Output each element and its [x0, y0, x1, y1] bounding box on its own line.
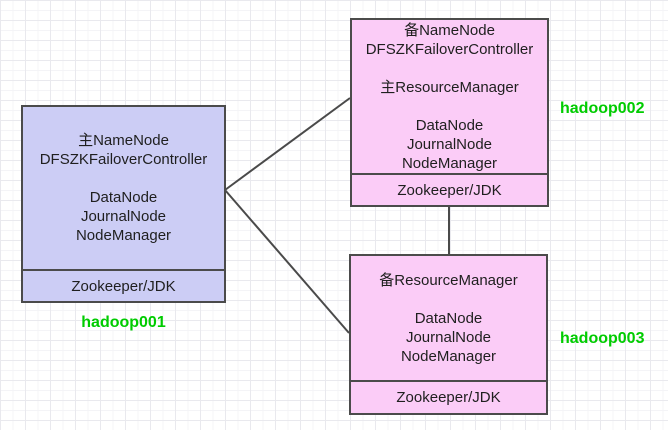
node-hadoop003-footer: Zookeeper/JDK: [351, 380, 546, 413]
service-line: JournalNode: [406, 135, 493, 153]
host-label-hadoop002: hadoop002: [560, 100, 645, 117]
node-hadoop003[interactable]: 备ResourceManager DataNode JournalNode No…: [349, 254, 548, 415]
service-line: 主NameNode: [78, 132, 169, 149]
node-hadoop002-services: 备NameNode DFSZKFailoverController 主Resou…: [352, 20, 547, 173]
service-line: 备NameNode: [404, 21, 495, 39]
service-line: DataNode: [415, 116, 484, 134]
host-label-hadoop003: hadoop003: [560, 330, 645, 347]
host-label-hadoop001: hadoop001: [81, 314, 166, 331]
service-line: JournalNode: [80, 208, 167, 225]
service-line: 主ResourceManager: [380, 78, 519, 96]
node-hadoop001-footer: Zookeeper/JDK: [23, 269, 224, 301]
service-line: NodeManager: [401, 154, 498, 172]
node-hadoop002[interactable]: 备NameNode DFSZKFailoverController 主Resou…: [350, 18, 549, 207]
service-line: JournalNode: [405, 328, 492, 346]
connector-hadoop001-hadoop002: [224, 97, 351, 191]
node-hadoop001[interactable]: 主NameNode DFSZKFailoverController DataNo…: [21, 105, 226, 303]
node-hadoop002-footer: Zookeeper/JDK: [352, 173, 547, 205]
service-line: DataNode: [89, 189, 158, 206]
connector-hadoop001-hadoop003: [224, 189, 350, 334]
node-hadoop003-services: 备ResourceManager DataNode JournalNode No…: [351, 256, 546, 380]
service-line: DataNode: [414, 309, 483, 327]
service-line: 备ResourceManager: [379, 271, 518, 289]
service-line: DFSZKFailoverController: [39, 151, 208, 168]
node-hadoop001-services: 主NameNode DFSZKFailoverController DataNo…: [23, 107, 224, 269]
service-line: DFSZKFailoverController: [365, 40, 534, 58]
service-line: NodeManager: [75, 227, 172, 244]
service-line: NodeManager: [400, 347, 497, 365]
